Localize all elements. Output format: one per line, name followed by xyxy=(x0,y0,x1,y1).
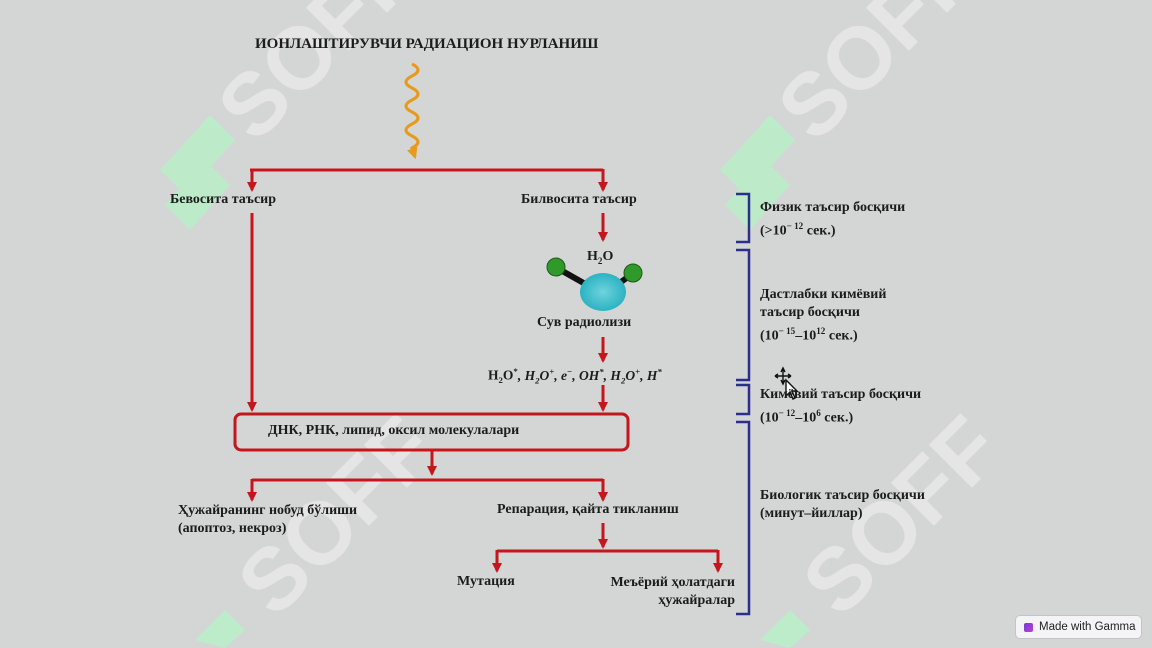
move-cursor-icon xyxy=(774,366,799,400)
watermark-text: SOFF xyxy=(758,0,994,158)
molecules-box-label: ДНК, РНК, липид, оксил молекулалари xyxy=(268,423,520,438)
bracket-chemical xyxy=(736,383,751,416)
water-radiolysis-label: Сув радиолизи xyxy=(537,315,632,330)
gamma-logo-icon xyxy=(1024,622,1033,632)
stage-prechemical-label: Дастлабки кимёвий таъсир босқичи (10− 15… xyxy=(760,287,887,344)
bracket-physical xyxy=(736,192,751,244)
watermark-logo-icon xyxy=(160,115,810,648)
direct-effect-label: Бевосита таъсир xyxy=(170,192,277,207)
indirect-effect-label: Билвосита таъсир xyxy=(521,192,637,207)
radiolysis-products: H2O*, H2O+, e−, OH*, H2O+, H* xyxy=(488,366,662,386)
stage-brackets xyxy=(736,192,751,616)
cell-death-label: Ҳужайранинг нобуд бўлиши (апоптоз, некро… xyxy=(178,503,358,536)
stage-biological-label: Биологик таъсир босқичи (минут–йиллар) xyxy=(760,488,925,521)
bracket-prechemical xyxy=(736,248,751,382)
bracket-biological xyxy=(736,420,751,616)
repair-label: Репарация, қайта тикланиш xyxy=(497,502,679,517)
watermark-text: SOFF xyxy=(198,0,434,158)
water-formula: H2O xyxy=(587,249,614,266)
water-molecule-icon xyxy=(546,257,643,311)
normal-cells-label: Меъёрий ҳолатдаги ҳужайралар xyxy=(610,575,735,608)
diagram-title: ИОНЛАШТИРУВЧИ РАДИАЦИОН НУРЛАНИШ xyxy=(255,36,599,52)
stage-chemical-label: Кимёвий таъсир босқичи (10− 12–106 сек.) xyxy=(760,387,922,426)
made-with-gamma-badge[interactable]: Made with Gamma xyxy=(1015,615,1142,639)
radiation-wave-icon xyxy=(404,62,420,160)
stage-physical-label: Физик таъсир босқичи (>10− 12 сек.) xyxy=(760,200,906,239)
mutation-label: Мутация xyxy=(457,574,515,589)
gamma-badge-label: Made with Gamma xyxy=(1039,621,1136,633)
